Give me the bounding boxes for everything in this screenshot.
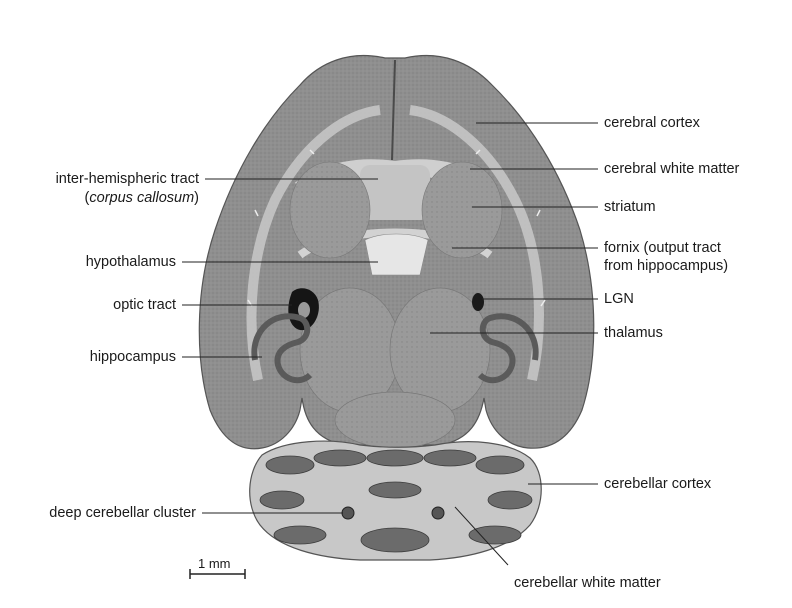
label-hypothalamus: hypothalamus bbox=[85, 254, 176, 270]
cerebrum bbox=[198, 54, 595, 450]
paren-open: ( bbox=[84, 190, 90, 206]
label-corpus-callosum-italic: corpus callosum bbox=[89, 190, 195, 206]
label-striatum: striatum bbox=[604, 199, 656, 215]
label-hippocampus: hippocampus bbox=[89, 349, 176, 365]
label-corpus-callosum: (corpus callosum) bbox=[85, 189, 199, 207]
scale-bar-label: 1 mm bbox=[198, 556, 231, 571]
label-cerebellar-white-matter: cerebellar white matter bbox=[514, 575, 661, 591]
label-lgn: LGN bbox=[604, 291, 634, 307]
label-thalamus: thalamus bbox=[604, 325, 663, 341]
label-inter-hemispheric-tract: inter-hemispheric tract bbox=[55, 171, 199, 187]
label-deep-cerebellar-cluster: deep cerebellar cluster bbox=[49, 505, 196, 521]
label-cerebellar-cortex: cerebellar cortex bbox=[604, 476, 712, 492]
label-fornix-line1: fornix (output tract bbox=[604, 240, 721, 256]
paren-close: ) bbox=[194, 190, 199, 206]
label-cerebral-cortex: cerebral cortex bbox=[604, 115, 700, 131]
cerebellum bbox=[249, 440, 542, 561]
label-optic-tract: optic tract bbox=[113, 297, 176, 313]
leader-lines bbox=[182, 122, 598, 566]
label-cerebral-white-matter: cerebral white matter bbox=[604, 161, 740, 177]
label-fornix-line2: from hippocampus) bbox=[604, 258, 729, 274]
leader-cerebellar-white-matter bbox=[454, 506, 509, 566]
scale-bar bbox=[189, 569, 246, 579]
